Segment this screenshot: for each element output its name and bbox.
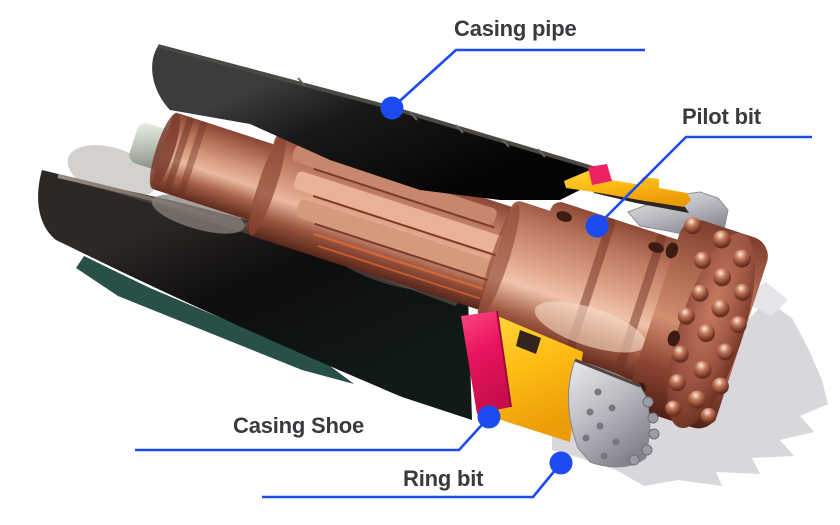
ring-bit-buttons bbox=[628, 396, 660, 466]
leader-dots bbox=[380, 96, 609, 475]
transition-collar bbox=[477, 201, 556, 330]
leader-lines bbox=[135, 48, 812, 499]
leader-dot-pilot-bit bbox=[585, 214, 609, 238]
pilot-bit-body bbox=[510, 202, 694, 385]
leader-casing-pipe bbox=[391, 48, 645, 109]
label-casing-shoe: Casing Shoe bbox=[233, 413, 365, 438]
specular-highlight bbox=[534, 301, 646, 353]
spline-strip bbox=[292, 145, 497, 225]
spline-section bbox=[246, 132, 521, 311]
leader-ring-bit bbox=[262, 462, 563, 499]
leader-dot-casing-shoe bbox=[477, 405, 501, 429]
casing-shoe-yellow bbox=[482, 315, 583, 442]
pipe-interior-band bbox=[60, 176, 462, 306]
pipe-edge-notches bbox=[297, 77, 546, 158]
leader-pilot-bit bbox=[596, 135, 812, 227]
casing-shoe-upper-magenta bbox=[588, 164, 612, 185]
label-casing-pipe: Casing pipe bbox=[454, 16, 577, 41]
spline-orange-highlight bbox=[317, 244, 480, 300]
casing-shoe-magenta bbox=[461, 311, 511, 414]
label-ring-bit: Ring bit bbox=[403, 466, 484, 491]
drill-tool bbox=[129, 112, 768, 429]
spline-strip bbox=[296, 199, 502, 281]
chuck-section bbox=[149, 112, 286, 223]
carbide-buttons bbox=[665, 217, 751, 424]
front-shadow-light bbox=[740, 282, 788, 316]
casing-shoe-lower bbox=[461, 310, 583, 442]
spline-orange-highlight bbox=[313, 232, 489, 292]
casing-shoe-notch bbox=[516, 330, 541, 354]
spline-strip bbox=[293, 171, 505, 255]
ring-bit-lower bbox=[568, 358, 660, 468]
ring-bit-rivets bbox=[582, 388, 620, 460]
leader-casing-shoe bbox=[135, 416, 490, 452]
leader-dot-casing-pipe bbox=[380, 96, 404, 120]
leader-dot-ring-bit bbox=[549, 451, 573, 475]
label-pilot-bit: Pilot bit bbox=[682, 104, 761, 129]
teal-shadow bbox=[76, 256, 354, 384]
casing-shoe-upper bbox=[564, 164, 691, 213]
